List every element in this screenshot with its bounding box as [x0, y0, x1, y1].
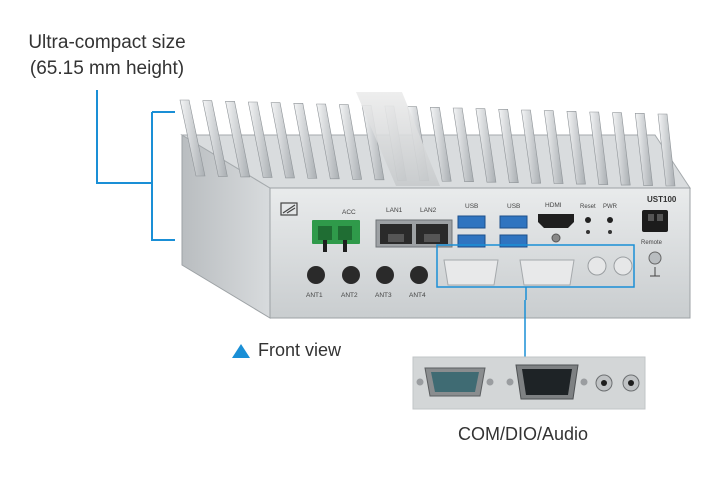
lan-ports: LAN1 LAN2 [375, 207, 453, 248]
ant2-label: ANT2 [341, 292, 358, 299]
usb1-label: USB [465, 203, 478, 210]
size-callout-bracket [96, 90, 175, 241]
ports-callout [436, 244, 635, 357]
heatsink-fin [566, 111, 586, 185]
ant3-label: ANT3 [375, 292, 392, 299]
usb2-label: USB [507, 203, 520, 210]
pwr-label: PWR [603, 204, 618, 210]
heatsink-fin [634, 113, 653, 186]
heatsink-fin [589, 111, 609, 185]
heatsink-fin [498, 109, 519, 183]
heatsink-fin [316, 103, 340, 180]
heatsink-fin [475, 108, 497, 183]
size-caption-line1: Ultra-compact size [28, 32, 186, 53]
heatsink-fin [657, 113, 676, 187]
heatsink-fin [225, 101, 251, 178]
audio-jacks [595, 374, 640, 392]
chassis-front [269, 187, 691, 319]
pwr-led [607, 217, 613, 223]
heatsink-fin [247, 101, 273, 178]
heatsink-fin [338, 104, 363, 180]
hdmi-port: HDMI [538, 202, 574, 243]
size-caption-line2: (65.15 mm height) [29, 58, 185, 79]
heatsink-label-strip [356, 92, 440, 186]
reset-label: Reset [580, 204, 596, 210]
usb-ports: USB USB [457, 203, 528, 248]
heatsink-fin [179, 99, 206, 177]
reset-pwr-group: Reset PWR [580, 204, 618, 234]
heatsink-fin [202, 100, 228, 177]
triangle-up-icon [232, 343, 250, 358]
front-view-caption: Front view [232, 340, 341, 361]
remote-connector: Remote [641, 210, 668, 277]
ant2-hole [342, 266, 360, 284]
ports-detail-panel [412, 356, 646, 410]
db15-dio-connector [506, 364, 588, 400]
heatsink-fin [430, 107, 452, 182]
acc-terminal-block: ACC [312, 209, 360, 252]
heatsink-fin [612, 112, 631, 186]
heatsink-fin [521, 109, 542, 184]
brand-logo [280, 202, 298, 216]
heatsink-fins [179, 99, 676, 187]
remote-label: Remote [641, 240, 663, 246]
ant4-hole [410, 266, 428, 284]
ant1-label: ANT1 [306, 292, 323, 299]
heatsink-fin [543, 110, 564, 184]
heatsink-fin [452, 107, 474, 183]
com-dio-cover-plates [443, 256, 633, 286]
db9-com-connector [416, 367, 494, 397]
antenna-holes: ANT1 ANT2 ANT3 ANT4 [306, 266, 428, 299]
ant4-label: ANT4 [409, 292, 426, 299]
ant3-hole [376, 266, 394, 284]
ground-screw [648, 251, 662, 265]
heatsink-fin [293, 103, 318, 179]
acc-label: ACC [342, 209, 356, 216]
size-caption: Ultra-compact size (65.15 mm height) [22, 30, 192, 82]
model-label: UST100 [647, 195, 677, 204]
hdmi-label: HDMI [545, 202, 562, 209]
heatsink-fin [270, 102, 295, 179]
ant1-hole [307, 266, 325, 284]
lan2-label: LAN2 [420, 207, 437, 214]
front-view-label: Front view [258, 340, 342, 360]
ports-caption: COM/DIO/Audio [458, 424, 589, 444]
lan1-label: LAN1 [386, 207, 403, 214]
reset-button [585, 217, 591, 223]
